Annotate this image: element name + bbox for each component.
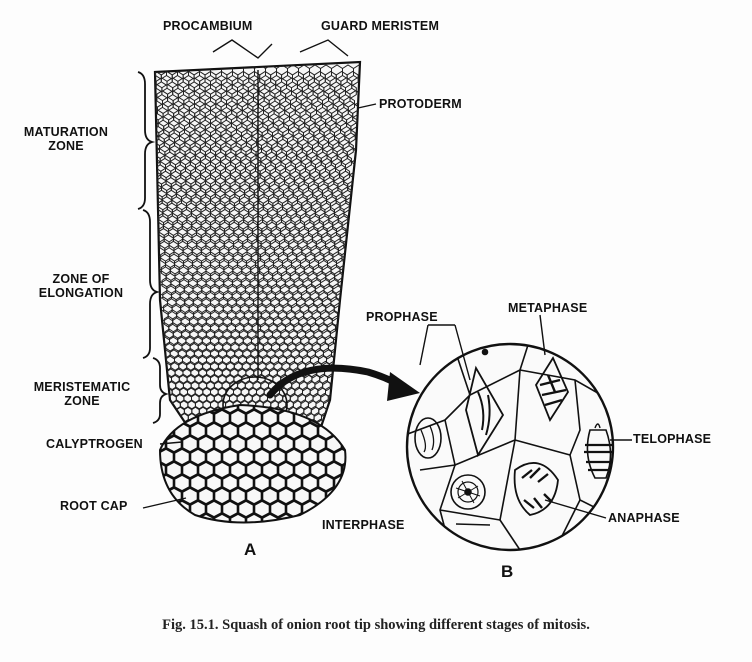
- label-maturation-line1: MATURATION: [23, 125, 109, 139]
- zoom-arrow: [266, 364, 420, 401]
- label-meristematic-zone: MERISTEMATIC ZONE: [18, 380, 146, 409]
- label-elongation-line2: ELONGATION: [38, 286, 124, 301]
- panel-label-a: A: [244, 540, 257, 559]
- label-root-cap: ROOT CAP: [60, 499, 128, 513]
- label-prophase: PROPHASE: [366, 310, 438, 324]
- label-telophase: TELOPHASE: [633, 432, 712, 446]
- label-zone-of-elongation: ZONE OF ELONGATION: [22, 272, 140, 301]
- zone-brackets: [137, 71, 169, 424]
- label-anaphase: ANAPHASE: [608, 511, 680, 525]
- label-guard-meristem: GUARD MERISTEM: [321, 19, 440, 33]
- label-procambium: PROCAMBIUM: [163, 19, 253, 33]
- root-cap-drawing: [158, 403, 347, 524]
- label-metaphase: METAPHASE: [508, 301, 588, 315]
- panel-label-b: B: [501, 562, 514, 581]
- label-calyptrogen: CALYPTROGEN: [46, 437, 143, 451]
- label-protoderm: PROTODERM: [379, 97, 462, 111]
- label-maturation-line2: ZONE: [48, 139, 84, 154]
- meristematic-bracket: [152, 357, 169, 424]
- label-meristematic-line2: ZONE: [64, 394, 100, 409]
- root-body: [153, 60, 362, 457]
- maturation-bracket: [137, 71, 156, 210]
- label-elongation-line1: ZONE OF: [52, 272, 110, 286]
- magnified-cells: [405, 342, 615, 552]
- label-interphase: INTERPHASE: [322, 518, 405, 532]
- elongation-bracket: [142, 209, 161, 359]
- figure-caption: Fig. 15.1. Squash of onion root tip show…: [162, 617, 590, 633]
- label-maturation-zone: MATURATION ZONE: [2, 125, 130, 154]
- label-meristematic-line1: MERISTEMATIC: [33, 380, 131, 394]
